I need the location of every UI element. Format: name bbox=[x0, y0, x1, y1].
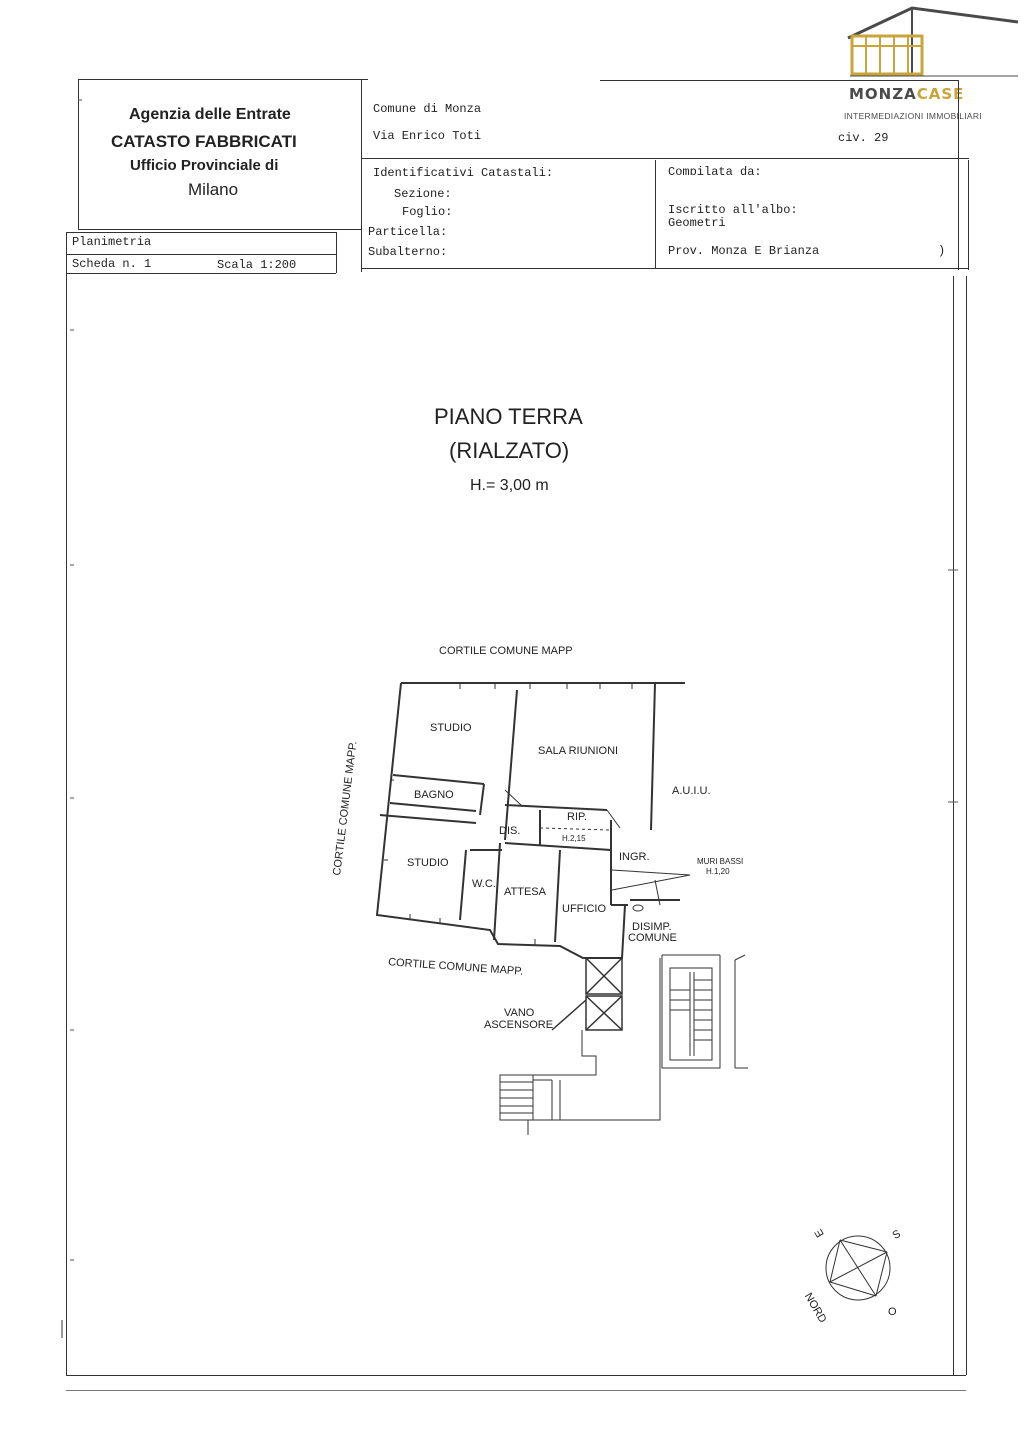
room-wc: W.C. bbox=[472, 878, 496, 890]
vano-label: VANO bbox=[504, 1007, 535, 1019]
plan-height: H.= 3,00 m bbox=[470, 477, 549, 494]
room-comune: COMUNE bbox=[628, 932, 677, 944]
albo-label: Geometri bbox=[668, 216, 726, 230]
cortile-top-label: CORTILE COMUNE MAPP bbox=[439, 645, 573, 657]
compass-s: S bbox=[890, 1227, 903, 1243]
compass-e: E bbox=[812, 1226, 827, 1240]
muri-height: H.1,20 bbox=[706, 867, 730, 876]
subalterno-label: Subalterno: bbox=[368, 245, 448, 259]
logo-building-icon bbox=[847, 6, 1019, 77]
room-bagno: BAGNO bbox=[414, 789, 454, 801]
prov-label: Prov. Monza E Brianza bbox=[668, 244, 820, 258]
logo-brand: MONZACASE bbox=[849, 85, 964, 103]
muri-bassi-label: MURI BASSI bbox=[697, 857, 744, 866]
sezione-label: Sezione: bbox=[394, 187, 452, 201]
plan-title-line1: PIANO TERRA bbox=[434, 404, 583, 429]
foglio-label: Foglio: bbox=[402, 205, 453, 219]
room-rip: RIP. bbox=[567, 811, 587, 823]
comune-label: Comune di Monza bbox=[373, 102, 482, 116]
plan-title-line2: (RIALZATO) bbox=[449, 438, 570, 463]
ufficio-label: Ufficio Provinciale di bbox=[130, 157, 279, 174]
prov-paren: ) bbox=[938, 244, 946, 258]
identificativi-title: Identificativi Catastali: bbox=[373, 166, 554, 180]
room-attesa: ATTESA bbox=[504, 886, 546, 898]
ascensore-label: ASCENSORE bbox=[484, 1019, 554, 1031]
cortile-left-label: CORTILE COMUNE MAPP. bbox=[331, 740, 360, 877]
civico-label: civ. 29 bbox=[838, 131, 889, 145]
room-studio-top: STUDIO bbox=[430, 722, 472, 734]
room-studio-bottom: STUDIO bbox=[407, 857, 449, 869]
planimetria-label: Planimetria bbox=[72, 235, 152, 249]
monzacase-logo: MONZACASE INTERMEDIAZIONI IMMOBILIARI bbox=[840, 0, 1024, 125]
compass-o: O bbox=[888, 1306, 897, 1318]
room-sala-riunioni: SALA RIUNIONI bbox=[538, 745, 619, 757]
city-label: Milano bbox=[188, 180, 239, 199]
room-disimp: DISIMP. bbox=[632, 921, 672, 933]
logo-brand-part1: MONZA bbox=[849, 85, 917, 103]
room-ufficio: UFFICIO bbox=[562, 903, 606, 915]
iscritto-label: Iscritto all'albo: bbox=[668, 203, 798, 217]
room-ingr: INGR. bbox=[619, 851, 650, 863]
rip-height: H.2,15 bbox=[562, 834, 586, 843]
scheda-label: Scheda n. 1 bbox=[72, 257, 152, 271]
compass-nord: NORD bbox=[801, 1290, 829, 1326]
room-dis: DIS. bbox=[499, 825, 521, 837]
scala-label: Scala 1:200 bbox=[217, 258, 297, 272]
compilata-title: Compilata da: bbox=[668, 165, 762, 175]
logo-brand-part2: CASE bbox=[916, 85, 965, 103]
cortile-bottom-label: CORTILE COMUNE MAPP. bbox=[387, 956, 524, 978]
particella-label: Particella: bbox=[368, 225, 448, 239]
aui-label: A.U.I.U. bbox=[672, 785, 711, 797]
catasto-title: CATASTO FABBRICATI bbox=[111, 132, 297, 151]
agency-name: Agenzia delle Entrate bbox=[129, 106, 291, 123]
via-label: Via Enrico Toti bbox=[373, 129, 482, 143]
logo-tagline: INTERMEDIAZIONI IMMOBILIARI bbox=[844, 111, 982, 121]
